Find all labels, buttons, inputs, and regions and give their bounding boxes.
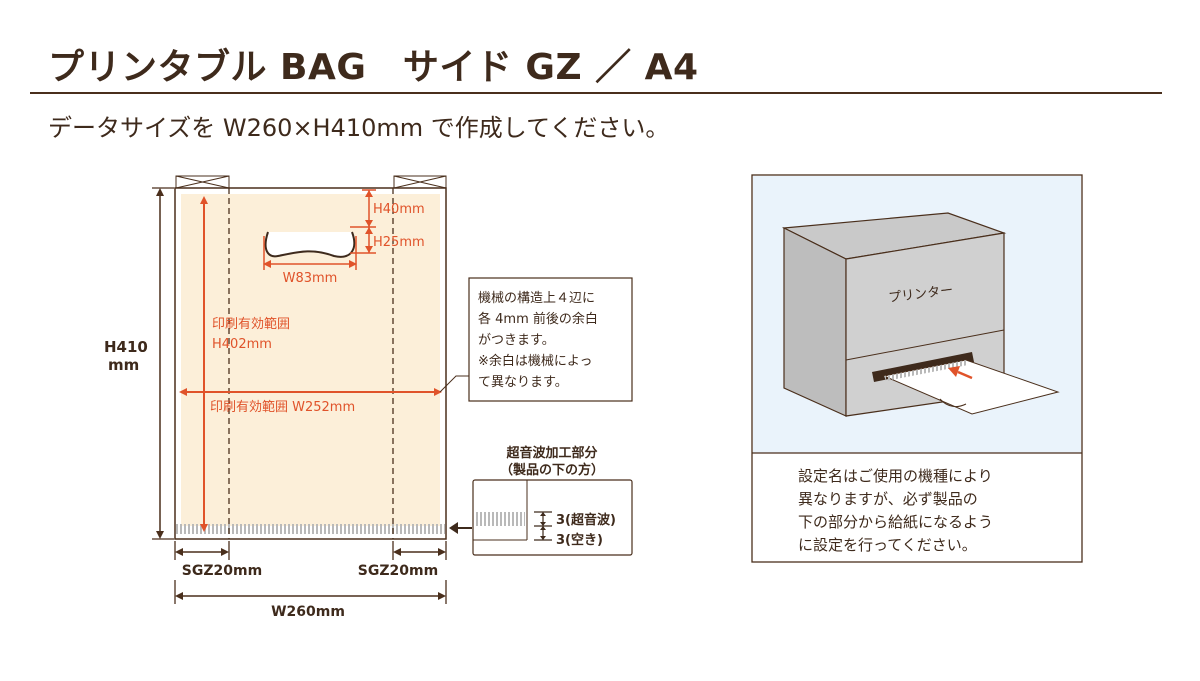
h25-label: H25mm (373, 235, 425, 250)
ultrasonic-detail: 超音波加工部分 （製品の下の方） 3(超音波) 3(空き) (449, 445, 633, 556)
print-area-h-label2: H402mm (212, 337, 272, 352)
h410-label2: mm (108, 356, 139, 374)
printer-left-face (783, 227, 847, 417)
note-leader-line (439, 375, 469, 393)
ultrasonic-arrows (540, 512, 546, 540)
feed-direction-arrow (948, 366, 960, 377)
w260-label: W260mm (271, 604, 345, 620)
ultrasonic-title-1: 超音波加工部分 (506, 445, 597, 461)
h410-label1: H410 (104, 338, 148, 356)
caption-line-4: に設定を行ってください。 (798, 536, 977, 554)
feed-direction-line (957, 370, 973, 380)
page-subtitle: データサイズを W260×H410mm で作成してください。 (48, 114, 670, 142)
ultrasonic-label-2: 3(空き) (556, 532, 603, 548)
w83-label: W83mm (283, 271, 338, 286)
margin-note: 機械の構造上４辺に 各 4mm 前後の余白 がつきます。 ※余白は機械によっ て… (439, 277, 633, 402)
paper-handle-shape (939, 398, 967, 408)
printer-panel: プリンター 設定名はご使用の機種により 異なりますが、必ず製品の 下の部分から給… (751, 174, 1083, 563)
bag-diagram: H40mm H25mm W83mm 印刷有効範囲 H402mm 印刷有効範囲 W… (104, 175, 447, 620)
printer-panel-seam (845, 329, 1005, 361)
ultrasonic-title-2: （製品の下の方） (500, 462, 604, 478)
title-divider (30, 92, 1162, 94)
handle-hole (264, 231, 356, 258)
ultrasonic-strip (176, 524, 445, 534)
print-area-h-label1: 印刷有効範囲 (212, 317, 290, 332)
ultrasonic-label-1: 3(超音波) (556, 512, 616, 528)
note-line-2: 各 4mm 前後の余白 (478, 311, 598, 327)
caption-line-3: 下の部分から給紙になるよう (798, 513, 993, 531)
paper-hatch (884, 360, 968, 381)
h40-label: H40mm (373, 202, 425, 217)
caption-line-1: 設定名はご使用の機種により (798, 467, 993, 485)
sgz-right-label: SGZ20mm (358, 563, 438, 579)
note-line-4: ※余白は機械によっ (478, 353, 593, 369)
print-area-w-label: 印刷有効範囲 W252mm (210, 400, 355, 415)
left-top-fold (175, 175, 230, 189)
note-line-1: 機械の構造上４辺に (478, 291, 595, 306)
ultrasonic-hatch-detail (475, 512, 525, 526)
h25-arrow (365, 227, 373, 253)
sgz-left-label: SGZ20mm (182, 563, 262, 579)
right-top-fold (393, 175, 447, 189)
note-box (468, 277, 633, 402)
ultrasonic-pointer-arrow (449, 522, 458, 534)
note-line-3: がつきます。 (478, 333, 555, 348)
page-title: プリンタブル BAG サイド GZ ／ A4 (48, 47, 699, 88)
ultrasonic-box (472, 479, 633, 556)
note-line-5: て異なります。 (478, 375, 568, 390)
caption-line-2: 異なりますが、必ず製品の (798, 490, 978, 508)
